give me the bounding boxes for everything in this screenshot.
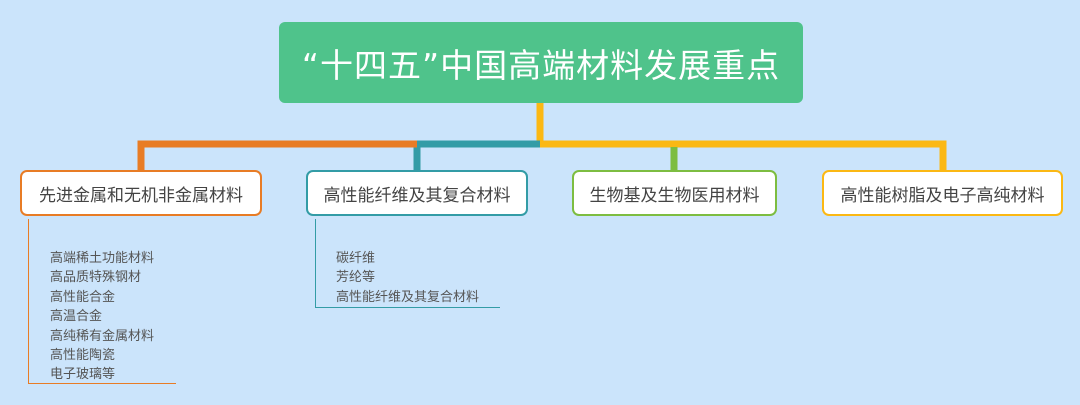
branch-label: 高性能树脂及电子高纯材料 [840, 185, 1045, 206]
subtopic-item[interactable]: 高端稀土功能材料 [50, 251, 155, 266]
subtopics-fibers: 碳纤维 芳纶等 高性能纤维及其复合材料 [315, 219, 500, 308]
subtopic-item[interactable]: 高温合金 [50, 309, 103, 325]
branch-resins[interactable]: 高性能树脂及电子高纯材料 [822, 170, 1063, 216]
branch-label: 先进金属和无机非金属材料 [39, 185, 243, 206]
branch-label: 高性能纤维及其复合材料 [323, 185, 511, 206]
subtopic-item[interactable]: 高性能陶瓷 [50, 348, 116, 364]
root-topic[interactable]: “十四五”中国高端材料发展重点 [279, 22, 803, 103]
connector-orange [137, 140, 417, 170]
branch-bio[interactable]: 生物基及生物医用材料 [572, 170, 777, 216]
subtopic-item[interactable]: 碳纤维 [336, 251, 376, 266]
branch-fibers[interactable]: 高性能纤维及其复合材料 [306, 170, 528, 216]
subtopic-item[interactable]: 芳纶等 [336, 270, 376, 286]
connector-teal [413, 140, 540, 170]
subtopic-item[interactable]: 电子玻璃等 [50, 367, 116, 383]
subtopic-item[interactable]: 高性能合金 [50, 289, 116, 305]
subtopic-item[interactable]: 高纯稀有金属材料 [50, 328, 155, 344]
connector-yellow [536, 103, 947, 170]
subtopics-metals: 高端稀土功能材料 高品质特殊钢材 高性能合金 高温合金 高纯稀有金属材料 高性能… [28, 219, 176, 384]
subtopic-item[interactable]: 高性能纤维及其复合材料 [336, 289, 480, 305]
subtopic-item[interactable]: 高品质特殊钢材 [50, 270, 142, 286]
branch-label: 生物基及生物医用材料 [589, 185, 760, 206]
branch-metals[interactable]: 先进金属和无机非金属材料 [20, 170, 262, 216]
